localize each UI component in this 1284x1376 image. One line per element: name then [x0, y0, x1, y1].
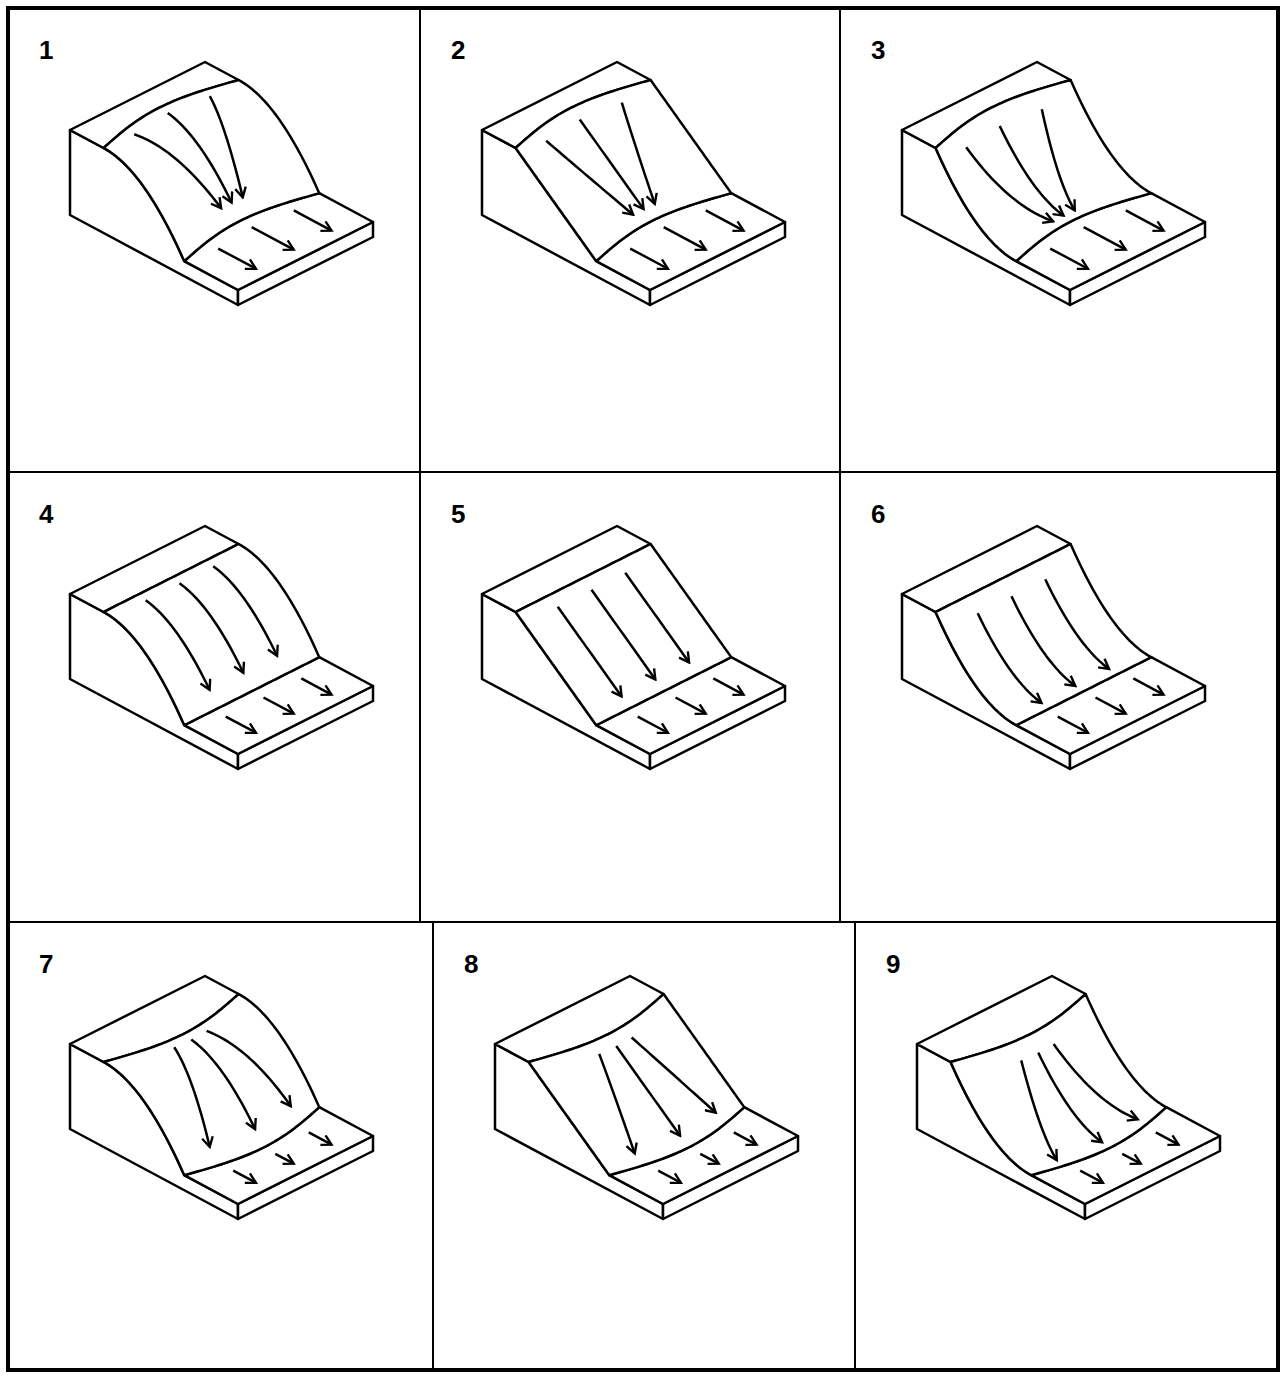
grid-cell: 5 [420, 472, 840, 922]
callout-number: 1 [37, 35, 55, 65]
flow-arrow [180, 583, 244, 673]
slope-block [70, 526, 373, 769]
flow-arrow [580, 119, 644, 209]
flow-arrow [706, 210, 744, 230]
slope-surface [104, 544, 320, 725]
flow-arrow [207, 1031, 291, 1106]
flow-arrow [1000, 126, 1064, 216]
flow-arrow [191, 1040, 255, 1130]
flow-arrow [622, 103, 655, 204]
flow-arrow [233, 1171, 256, 1183]
grid-cell: 1 [8, 8, 420, 472]
grid-cell: 2 [420, 8, 840, 472]
grid-cell: 7 [8, 922, 433, 1370]
grid-cell: 9 [855, 922, 1278, 1370]
flow-arrow [625, 573, 689, 663]
slope-block [902, 526, 1205, 769]
slope-surface [104, 994, 320, 1175]
flow-arrow [264, 698, 294, 714]
flow-arrow [1080, 1171, 1103, 1183]
flow-arrow [1084, 227, 1126, 250]
callout-number: 6 [869, 499, 887, 529]
grid-cell: 6 [840, 472, 1278, 922]
flow-arrow [676, 698, 706, 714]
slope-surface [516, 80, 732, 261]
slope-surface [104, 80, 320, 261]
flow-arrow [294, 210, 332, 230]
flow-arrow [632, 1037, 716, 1112]
flow-arrow [1126, 210, 1164, 230]
flow-arrow [213, 566, 277, 656]
flow-arrow [1122, 1154, 1140, 1164]
slope-block [70, 62, 373, 305]
grid-cell: 8 [433, 922, 855, 1370]
slope-block [70, 976, 373, 1219]
flow-arrow [1096, 698, 1126, 714]
callout-number: 5 [449, 499, 467, 529]
flow-arrow [1058, 717, 1088, 733]
callout-number: 4 [37, 499, 55, 529]
flow-arrow [1012, 596, 1076, 686]
callout-number: 3 [869, 35, 887, 65]
flow-arrow [174, 1047, 210, 1147]
flow-arrow [1156, 1132, 1179, 1144]
flow-arrow [616, 1046, 680, 1136]
flow-arrow [134, 134, 221, 208]
flow-arrow [1050, 249, 1088, 269]
slope-surface [529, 994, 745, 1175]
flow-arrow [664, 227, 706, 250]
flow-arrow [599, 1054, 635, 1154]
slope-block [902, 62, 1205, 305]
flow-arrow [630, 249, 668, 269]
flow-arrow [146, 600, 210, 690]
flow-arrow [309, 1132, 332, 1144]
slope-block [495, 976, 798, 1219]
callout-number: 2 [449, 35, 467, 65]
flow-arrow [1042, 109, 1075, 210]
slope-surface [516, 544, 732, 725]
flow-arrow [218, 249, 256, 269]
flow-arrow [252, 227, 294, 250]
callout-number: 8 [462, 949, 480, 979]
slope-surface [936, 80, 1152, 261]
slope-surface [951, 994, 1167, 1175]
flow-arrow [700, 1154, 718, 1164]
grid-cell: 4 [8, 472, 420, 922]
outer-frame [8, 8, 1278, 1370]
callout-number: 7 [37, 949, 55, 979]
flow-arrow [1021, 1060, 1057, 1160]
flow-arrow [658, 1171, 681, 1183]
flow-arrow [713, 678, 743, 694]
flow-arrow [275, 1154, 293, 1164]
callout-number: 9 [884, 949, 902, 979]
slope-block [482, 62, 785, 305]
flow-arrow [978, 613, 1042, 703]
flow-arrow [210, 96, 243, 197]
flow-arrow [1054, 1044, 1138, 1119]
slope-block [482, 526, 785, 769]
grid-cell: 3 [840, 8, 1278, 472]
flow-arrow [966, 147, 1053, 221]
flow-arrow [638, 717, 668, 733]
slope-surface [936, 544, 1152, 725]
flow-arrow [301, 678, 331, 694]
flow-arrow [1045, 579, 1109, 669]
flow-arrow [734, 1132, 757, 1144]
slope-block [917, 976, 1220, 1219]
flow-arrow [1133, 678, 1163, 694]
flow-arrow [226, 717, 256, 733]
